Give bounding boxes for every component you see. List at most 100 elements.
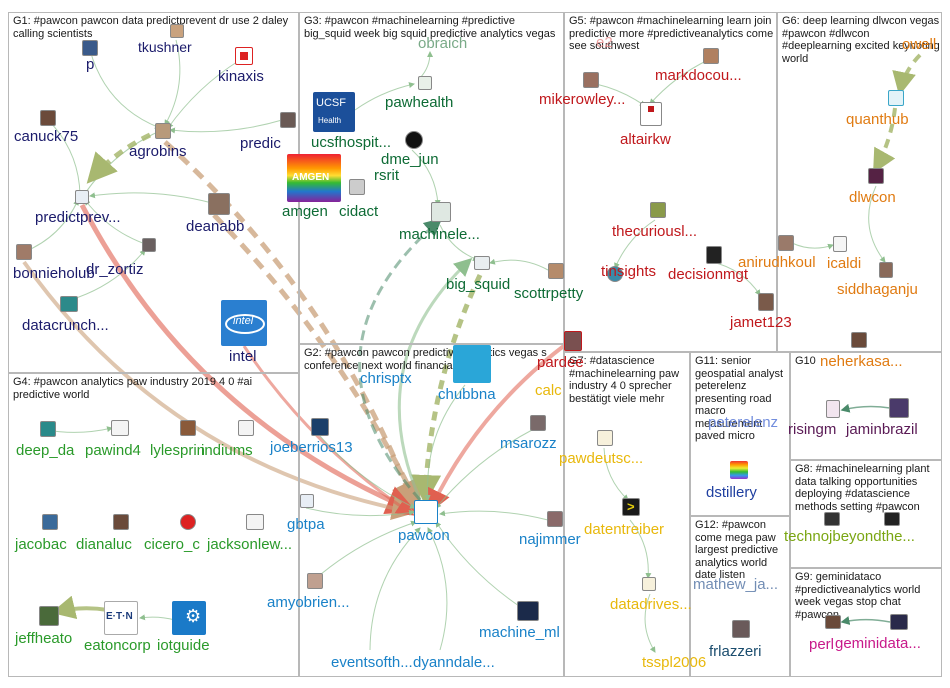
node-label: kinaxis [218,68,264,85]
edge-intel-pawcon [242,345,415,516]
edge-pardee-pawcon [427,343,567,514]
group-title-g5: G5: #pawcon #machinelearning learn join … [569,15,774,52]
altair-mark-icon [648,106,654,112]
group-title-g2: G2: #pawcon pawcon predictive analytics … [304,347,547,372]
iot-gear-icon: ⚙ [185,606,202,626]
avatar [238,420,254,436]
edge-amyobrien-pawcon [313,520,417,581]
node-label: dme_jun [381,151,439,168]
group-title-g8: G8: #machinelearning plant data talking … [795,463,930,513]
avatar [758,293,774,311]
avatar [246,514,264,530]
avatar [851,332,867,348]
node-label: chubbna [438,386,496,403]
avatar [890,614,908,630]
node-label: jeffheato [15,630,73,647]
avatar [732,620,750,638]
edge-kinaxis-agrobins [167,59,241,129]
avatar [111,420,129,436]
avatar [825,615,841,629]
avatar [60,296,78,312]
group-title-g4: G4: #pawcon analytics paw industry 2019 … [13,376,253,401]
ucsf-health-wordmark: Health [318,116,342,125]
group-title-g6: G6: deep learning dlwcon vegas #pawcon #… [782,15,940,65]
avatar [730,461,748,479]
node-label: e2 [596,34,613,51]
edge-dmejun-machinele [411,149,441,206]
node-label: lylesprin [150,442,206,459]
edge-gbtpa-pawcon [305,507,415,517]
edge-anirudh-icaldi [791,242,834,250]
edge-chubbna-pawcon [424,384,466,501]
node-label: tkushner [138,39,192,55]
avatar [42,514,58,530]
node-label: cicero_c [144,536,200,553]
group-title-g7: G7: #datascience #machinelearning paw in… [569,355,680,405]
avatar [640,102,662,126]
node-label: joeberrios13 [270,439,353,456]
node-label: najimmer [519,531,581,548]
avatar [311,418,329,436]
edge-joeberrios-pawcon [319,435,416,509]
node-label: pawind4 [85,442,141,459]
node-label: dstillery [706,484,757,501]
avatar [888,90,904,106]
node-label: jacobac [15,536,67,553]
node-label: machine_ml [479,624,560,641]
edge-agrobins-predictprev-thick [86,132,152,184]
group-title-g1: G1: #pawcon pawcon data predictprevent d… [13,15,289,40]
avatar [474,256,490,270]
ucsf-wordmark: UCSF [316,97,346,109]
avatar [650,202,666,218]
edge-p-agrobins [89,49,161,129]
avatar [607,266,623,282]
eaton-logo-icon [104,601,138,635]
group-panel-g6: G6: deep learning dlwcon vegas #pawcon #… [777,12,942,352]
edge-dyanndale-pawcon [427,527,448,651]
avatar [453,345,491,383]
edge-canuck75-predictprev [47,119,83,196]
node-label: canuck75 [14,128,79,145]
avatar [548,263,564,279]
avatar [826,400,840,418]
group-panel-g4: G4: #pawcon analytics paw industry 2019 … [8,373,299,677]
node-label: scottrpetty [514,285,584,302]
edge-eventsofth-pawcon [369,527,421,651]
datentreiber-chevron-icon: > [627,499,635,514]
node-label: altairkw [620,131,671,148]
avatar [642,577,656,591]
group-title-g9: G9: geminidataco #predictiveanalytics wo… [795,571,921,621]
avatar [889,398,909,418]
avatar [75,190,89,204]
avatar [349,179,365,195]
node-label: gbtpa [287,516,325,533]
node-label: indiums [201,442,253,459]
kinaxis-mark-icon [240,52,248,60]
group-title-g10: G10 [795,355,816,367]
node-label: amgen [282,203,328,220]
avatar [879,262,893,278]
edge-deanabb-predictprev [89,192,213,204]
edge-owell-quanthub [892,53,922,96]
node-label: cidact [339,203,379,220]
node-label: chrisptx [360,370,412,387]
avatar [833,236,847,252]
group-panel-g10: G10 [790,352,942,460]
node-label: jacksonlew... [207,536,293,553]
edge-predictprev-pawcon [79,203,417,515]
avatar [39,606,59,626]
amgen-wordmark: AMGEN [292,172,330,183]
edge-deanabb-pawcon [212,213,421,510]
avatar [517,601,539,621]
node-label: big_squid [446,276,511,293]
intel-wordmark: intel [233,315,254,327]
node-label: agrobins [129,143,187,160]
node-label: markdocou... [655,67,742,84]
avatar [706,246,722,264]
node-label: ucsfhospit... [311,134,392,151]
node-label: neherkasa... [820,353,903,370]
avatar [597,430,613,446]
edge-tkushner-agrobins [164,39,181,126]
edge-quanthub-dlwcon [873,107,897,174]
